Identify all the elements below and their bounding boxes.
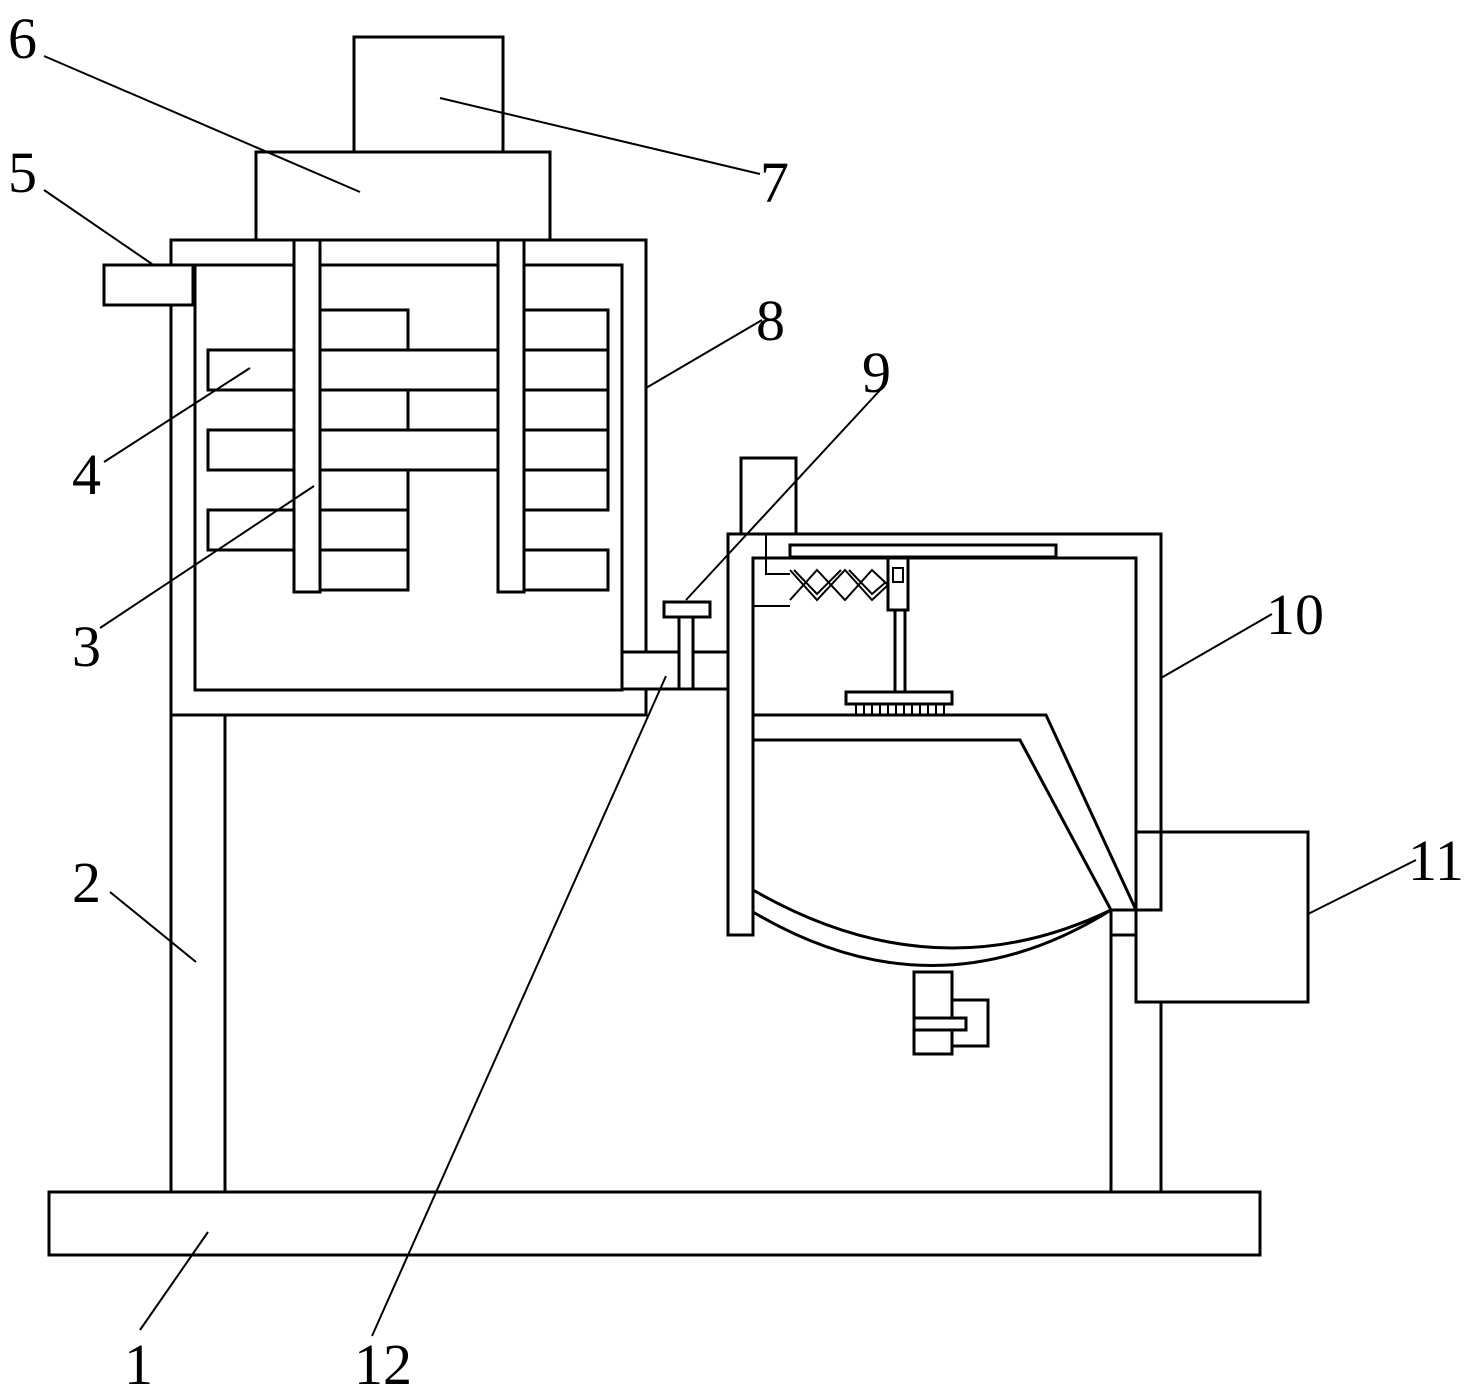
leader-9: [685, 387, 883, 601]
label-12: 12: [354, 1332, 412, 1392]
leader-8: [645, 319, 763, 389]
valve-stem: [677, 613, 695, 691]
stirring-shaft-left: [292, 238, 322, 594]
gearbox: [254, 150, 552, 242]
label-7: 7: [760, 150, 789, 215]
leader-11: [1307, 859, 1417, 915]
box-top-post: [739, 456, 798, 536]
leader-3: [99, 485, 315, 629]
leader-12: [371, 675, 667, 1337]
label-6: 6: [8, 6, 37, 71]
label-3: 3: [72, 614, 101, 679]
label-5: 5: [8, 140, 37, 205]
leader-7: [439, 97, 761, 175]
label-4: 4: [72, 442, 101, 507]
side-motor: [1134, 830, 1310, 1004]
leader-1: [139, 1231, 209, 1331]
outlet-pipe: [912, 970, 954, 1056]
brush-head: [844, 608, 954, 716]
label-11: 11: [1408, 828, 1464, 893]
left-support-leg: [169, 713, 227, 1194]
label-10: 10: [1266, 582, 1324, 647]
outlet-valve-stem: [912, 1016, 968, 1032]
stirring-blades: [206, 308, 610, 592]
leader-4: [103, 367, 251, 463]
label-8: 8: [756, 288, 785, 353]
leader-6: [43, 55, 361, 193]
stirring-shaft-right: [496, 238, 526, 594]
motor: [352, 35, 505, 154]
processing-box-frame: [726, 532, 1163, 937]
scissor-mechanism: [753, 534, 1058, 612]
leader-5: [43, 189, 153, 265]
leader-2: [109, 891, 197, 963]
label-1: 1: [124, 1332, 153, 1392]
label-9: 9: [862, 340, 891, 405]
leader-10: [1160, 613, 1273, 679]
feed-inlet-pipe: [102, 263, 195, 307]
hopper-bowl: [751, 713, 1139, 967]
valve-handle: [662, 600, 712, 619]
base-plate: [47, 1190, 1262, 1257]
label-2: 2: [72, 850, 101, 915]
side-motor-mount: [1134, 830, 1163, 912]
